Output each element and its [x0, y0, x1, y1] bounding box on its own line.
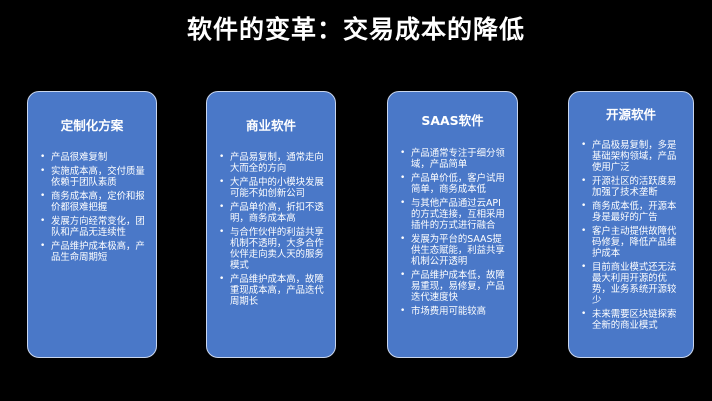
- bullet-item: 实施成本高，交付质量依赖于团队素质: [40, 166, 148, 188]
- card-custom-solution: 定制化方案 产品很难复制 实施成本高，交付质量依赖于团队素质 商务成本高，定价和…: [27, 91, 157, 358]
- card-bullet-list: 产品极易复制，多是基础架构领域，产品使用广泛 开源社区的活跃度易加强了技术垄断 …: [581, 140, 685, 334]
- bullet-item: 产品极易复制，多是基础架构领域，产品使用广泛: [581, 140, 685, 173]
- bullet-item: 与合作伙伴的利益共享机制不透明，大多合作伙伴走向卖人天的服务模式: [219, 227, 327, 271]
- card-bullet-list: 产品通常专注于细分领域，产品简单 产品单价低，客户试用简单，商务成本低 与其他产…: [400, 148, 509, 320]
- bullet-item: 产品单价高，折扣不透明，商务成本高: [219, 202, 327, 224]
- card-commercial-software: 商业软件 产品易复制，通常走向大而全的方向 大产品中的小模块发展可能不如创新公司…: [206, 91, 336, 358]
- bullet-item: 目前商业模式还无法最大利用开源的优势，业务系统开源较少: [581, 262, 685, 306]
- card-title: SAAS软件: [421, 113, 484, 128]
- bullet-item: 未来需要区块链探索全新的商业模式: [581, 309, 685, 331]
- bullet-item: 开源社区的活跃度易加强了技术垄断: [581, 176, 685, 198]
- bullet-item: 产品单价低，客户试用简单，商务成本低: [400, 173, 509, 195]
- bullet-item: 商务成本高，定价和报价都很难把握: [40, 191, 148, 213]
- card-title: 商业软件: [245, 118, 296, 133]
- bullet-item: 产品易复制，通常走向大而全的方向: [219, 152, 327, 174]
- bullet-item: 产品维护成本极高，产品生命周期短: [40, 241, 148, 263]
- bullet-item: 产品维护成本高，故障重现成本高，产品迭代周期长: [219, 274, 327, 307]
- bullet-item: 与其他产品通过云API的方式连接，互相采用插件的方式进行融合: [400, 198, 509, 231]
- card-bullet-list: 产品很难复制 实施成本高，交付质量依赖于团队素质 商务成本高，定价和报价都很难把…: [40, 152, 148, 266]
- card-title: 开源软件: [605, 107, 656, 122]
- bullet-item: 客户主动提供故障代码修复，降低产品维护成本: [581, 226, 685, 259]
- card-title: 定制化方案: [60, 118, 124, 133]
- bullet-item: 发展方向经常变化，团队和产品无连续性: [40, 216, 148, 238]
- bullet-item: 市场费用可能较高: [400, 306, 509, 317]
- card-bullet-list: 产品易复制，通常走向大而全的方向 大产品中的小模块发展可能不如创新公司 产品单价…: [219, 152, 327, 310]
- slide-title: 软件的变革：交易成本的降低: [186, 15, 525, 44]
- bullet-item: 产品通常专注于细分领域，产品简单: [400, 148, 509, 170]
- bullet-item: 商务成本低，开源本身是最好的广告: [581, 201, 685, 223]
- bullet-item: 大产品中的小模块发展可能不如创新公司: [219, 177, 327, 199]
- bullet-item: 产品维护成本低，故障易重现，易修复，产品迭代速度快: [400, 270, 509, 303]
- bullet-item: 发展为平台的SAAS提供生态赋能，利益共享机制公开透明: [400, 234, 509, 267]
- card-open-source-software: 开源软件 产品极易复制，多是基础架构领域，产品使用广泛 开源社区的活跃度易加强了…: [568, 91, 694, 358]
- bullet-item: 产品很难复制: [40, 152, 148, 163]
- card-saas-software: SAAS软件 产品通常专注于细分领域，产品简单 产品单价低，客户试用简单，商务成…: [387, 91, 518, 358]
